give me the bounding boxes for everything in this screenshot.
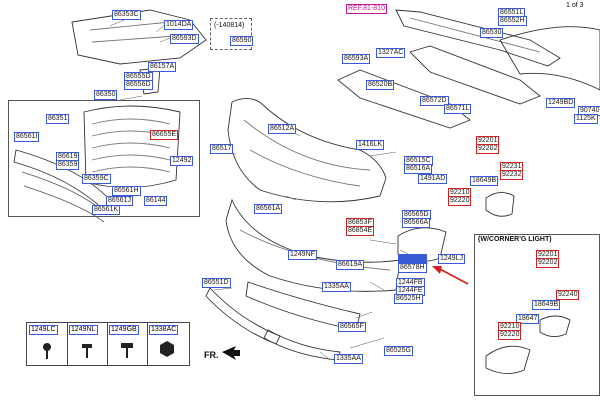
bolt-icon	[43, 343, 51, 359]
part-label-1335AA-lower[interactable]: 1335AA	[334, 354, 363, 364]
legend-code[interactable]: 1249NL	[69, 325, 98, 335]
part-label-86571L[interactable]: 86571L	[444, 104, 472, 114]
part-label-86572D[interactable]: 86572D	[420, 96, 449, 106]
part-label-1335AA-upper[interactable]: 1335AA	[322, 282, 351, 292]
part-label-86556D[interactable]: 86556D	[124, 80, 153, 90]
part-label-1249BD[interactable]: 1249BD	[546, 98, 576, 108]
legend-cell-1: 1249LC	[27, 323, 68, 365]
bumper-cover-part	[227, 98, 387, 203]
fog-lamp-part	[485, 192, 515, 217]
nut-icon	[160, 341, 174, 357]
variant-box	[210, 18, 252, 50]
part-label-86590[interactable]: 86590	[230, 36, 254, 46]
fastener-legend: 1249LC 1249NL 1249GB 1338AC	[26, 322, 190, 366]
part-label-86561A[interactable]: 86561A	[254, 204, 283, 214]
part-label-1327AC[interactable]: 1327AC	[376, 48, 406, 58]
part-label-86566A[interactable]: 86566A	[402, 218, 431, 228]
part-label-86359[interactable]: 86359	[56, 160, 80, 170]
part-label-1491AD[interactable]: 1491AD	[418, 174, 448, 184]
part-label-86578H[interactable]: 86578H	[398, 263, 427, 273]
part-label-1014DA[interactable]: 1014DA	[164, 20, 194, 30]
part-label-86520B[interactable]: 86520B	[366, 80, 395, 90]
part-label-86157A[interactable]: 86157A	[148, 62, 177, 72]
part-label-86144[interactable]: 86144	[144, 196, 168, 206]
page-indicator: 1 of 3	[566, 2, 584, 9]
corner-light-title: (W/CORNER'G LIGHT)	[478, 236, 552, 243]
part-label-86525H[interactable]: 86525H	[394, 294, 423, 304]
front-arrow-icon	[222, 346, 240, 360]
part-label-92232[interactable]: 92232	[500, 170, 524, 180]
screw-icon	[82, 344, 92, 358]
part-label-86593D[interactable]: 86593D	[170, 34, 199, 44]
legend-code[interactable]: 1249GB	[109, 325, 139, 335]
corner-part-label-92202[interactable]: 92202	[536, 258, 560, 268]
part-label-92202[interactable]: 92202	[476, 144, 500, 154]
part-label-1249NF[interactable]: 1249NF	[288, 250, 317, 260]
corner-part-label-18647[interactable]: 18647	[516, 314, 540, 324]
legend-cell-4: 1338AC	[147, 323, 187, 365]
part-label-86552H[interactable]: 86552H	[498, 16, 527, 26]
undercover-part	[71, 9, 207, 65]
legend-code[interactable]: 1338AC	[149, 325, 179, 335]
corner-part-label-18649B[interactable]: 18649B	[532, 300, 561, 310]
part-label-86561K[interactable]: 86561K	[92, 205, 121, 215]
part-label-86655E[interactable]: 86655E	[150, 130, 179, 140]
part-label-86525G[interactable]: 86525G	[384, 346, 413, 356]
grille-detail-box	[8, 100, 200, 217]
highlight-arrow	[437, 267, 469, 285]
part-label-86517[interactable]: 86517	[210, 144, 234, 154]
part-label-86565F[interactable]: 86565F	[338, 322, 366, 332]
part-label-1249LJ[interactable]: 1249LJ	[438, 254, 465, 264]
corner-part-label-92220[interactable]: 92220	[498, 330, 522, 340]
part-label-86350[interactable]: 86350	[94, 90, 118, 100]
part-label-92220[interactable]: 92220	[448, 196, 472, 206]
part-label-86351[interactable]: 86351	[46, 114, 70, 124]
part-label-86561H[interactable]: 86561H	[112, 186, 141, 196]
part-label-86561I[interactable]: 86561I	[14, 132, 40, 142]
legend-cell-2: 1249NL	[67, 323, 108, 365]
grille-part	[83, 105, 181, 188]
part-label-86512A[interactable]: 86512A	[268, 124, 297, 134]
legend-code[interactable]: 1249LC	[29, 325, 58, 335]
part-label-86593A[interactable]: 86593A	[342, 54, 371, 64]
front-direction-label: FR.	[204, 350, 219, 360]
part-label-1125K[interactable]: 1125K	[574, 114, 598, 124]
part-label-86619A[interactable]: 86619A	[336, 260, 365, 270]
part-label-86516A[interactable]: 86516A	[404, 164, 433, 174]
part-label-86854E[interactable]: 86854E	[346, 226, 375, 236]
energy-absorber-part	[409, 45, 541, 105]
part-label-86530[interactable]: 86530	[480, 28, 504, 38]
part-label-18649B[interactable]: 18649B	[470, 176, 499, 186]
bumper-beam-part	[395, 9, 561, 67]
ref-label-81-810[interactable]: REF.81-810	[346, 4, 387, 14]
fender-part	[499, 26, 600, 91]
variant-note: (-140814)	[214, 22, 245, 29]
part-label-12492[interactable]: 12492	[170, 156, 194, 166]
corner-part-label-92240[interactable]: 92240	[556, 290, 580, 300]
lip-part	[205, 287, 281, 345]
flange-bolt-icon	[121, 343, 133, 358]
absorber-part	[337, 69, 471, 129]
part-label-86551D[interactable]: 86551D	[202, 278, 231, 288]
part-label-86359C[interactable]: 86359C	[82, 174, 111, 184]
part-label-1416LK[interactable]: 1416LK	[356, 140, 385, 150]
lower-bumper-part	[225, 198, 401, 292]
legend-cell-3: 1249GB	[107, 323, 148, 365]
part-label-86353C[interactable]: 86353C	[112, 10, 141, 20]
corner-lamp-part	[485, 345, 531, 374]
corner-bracket-part	[539, 315, 571, 337]
